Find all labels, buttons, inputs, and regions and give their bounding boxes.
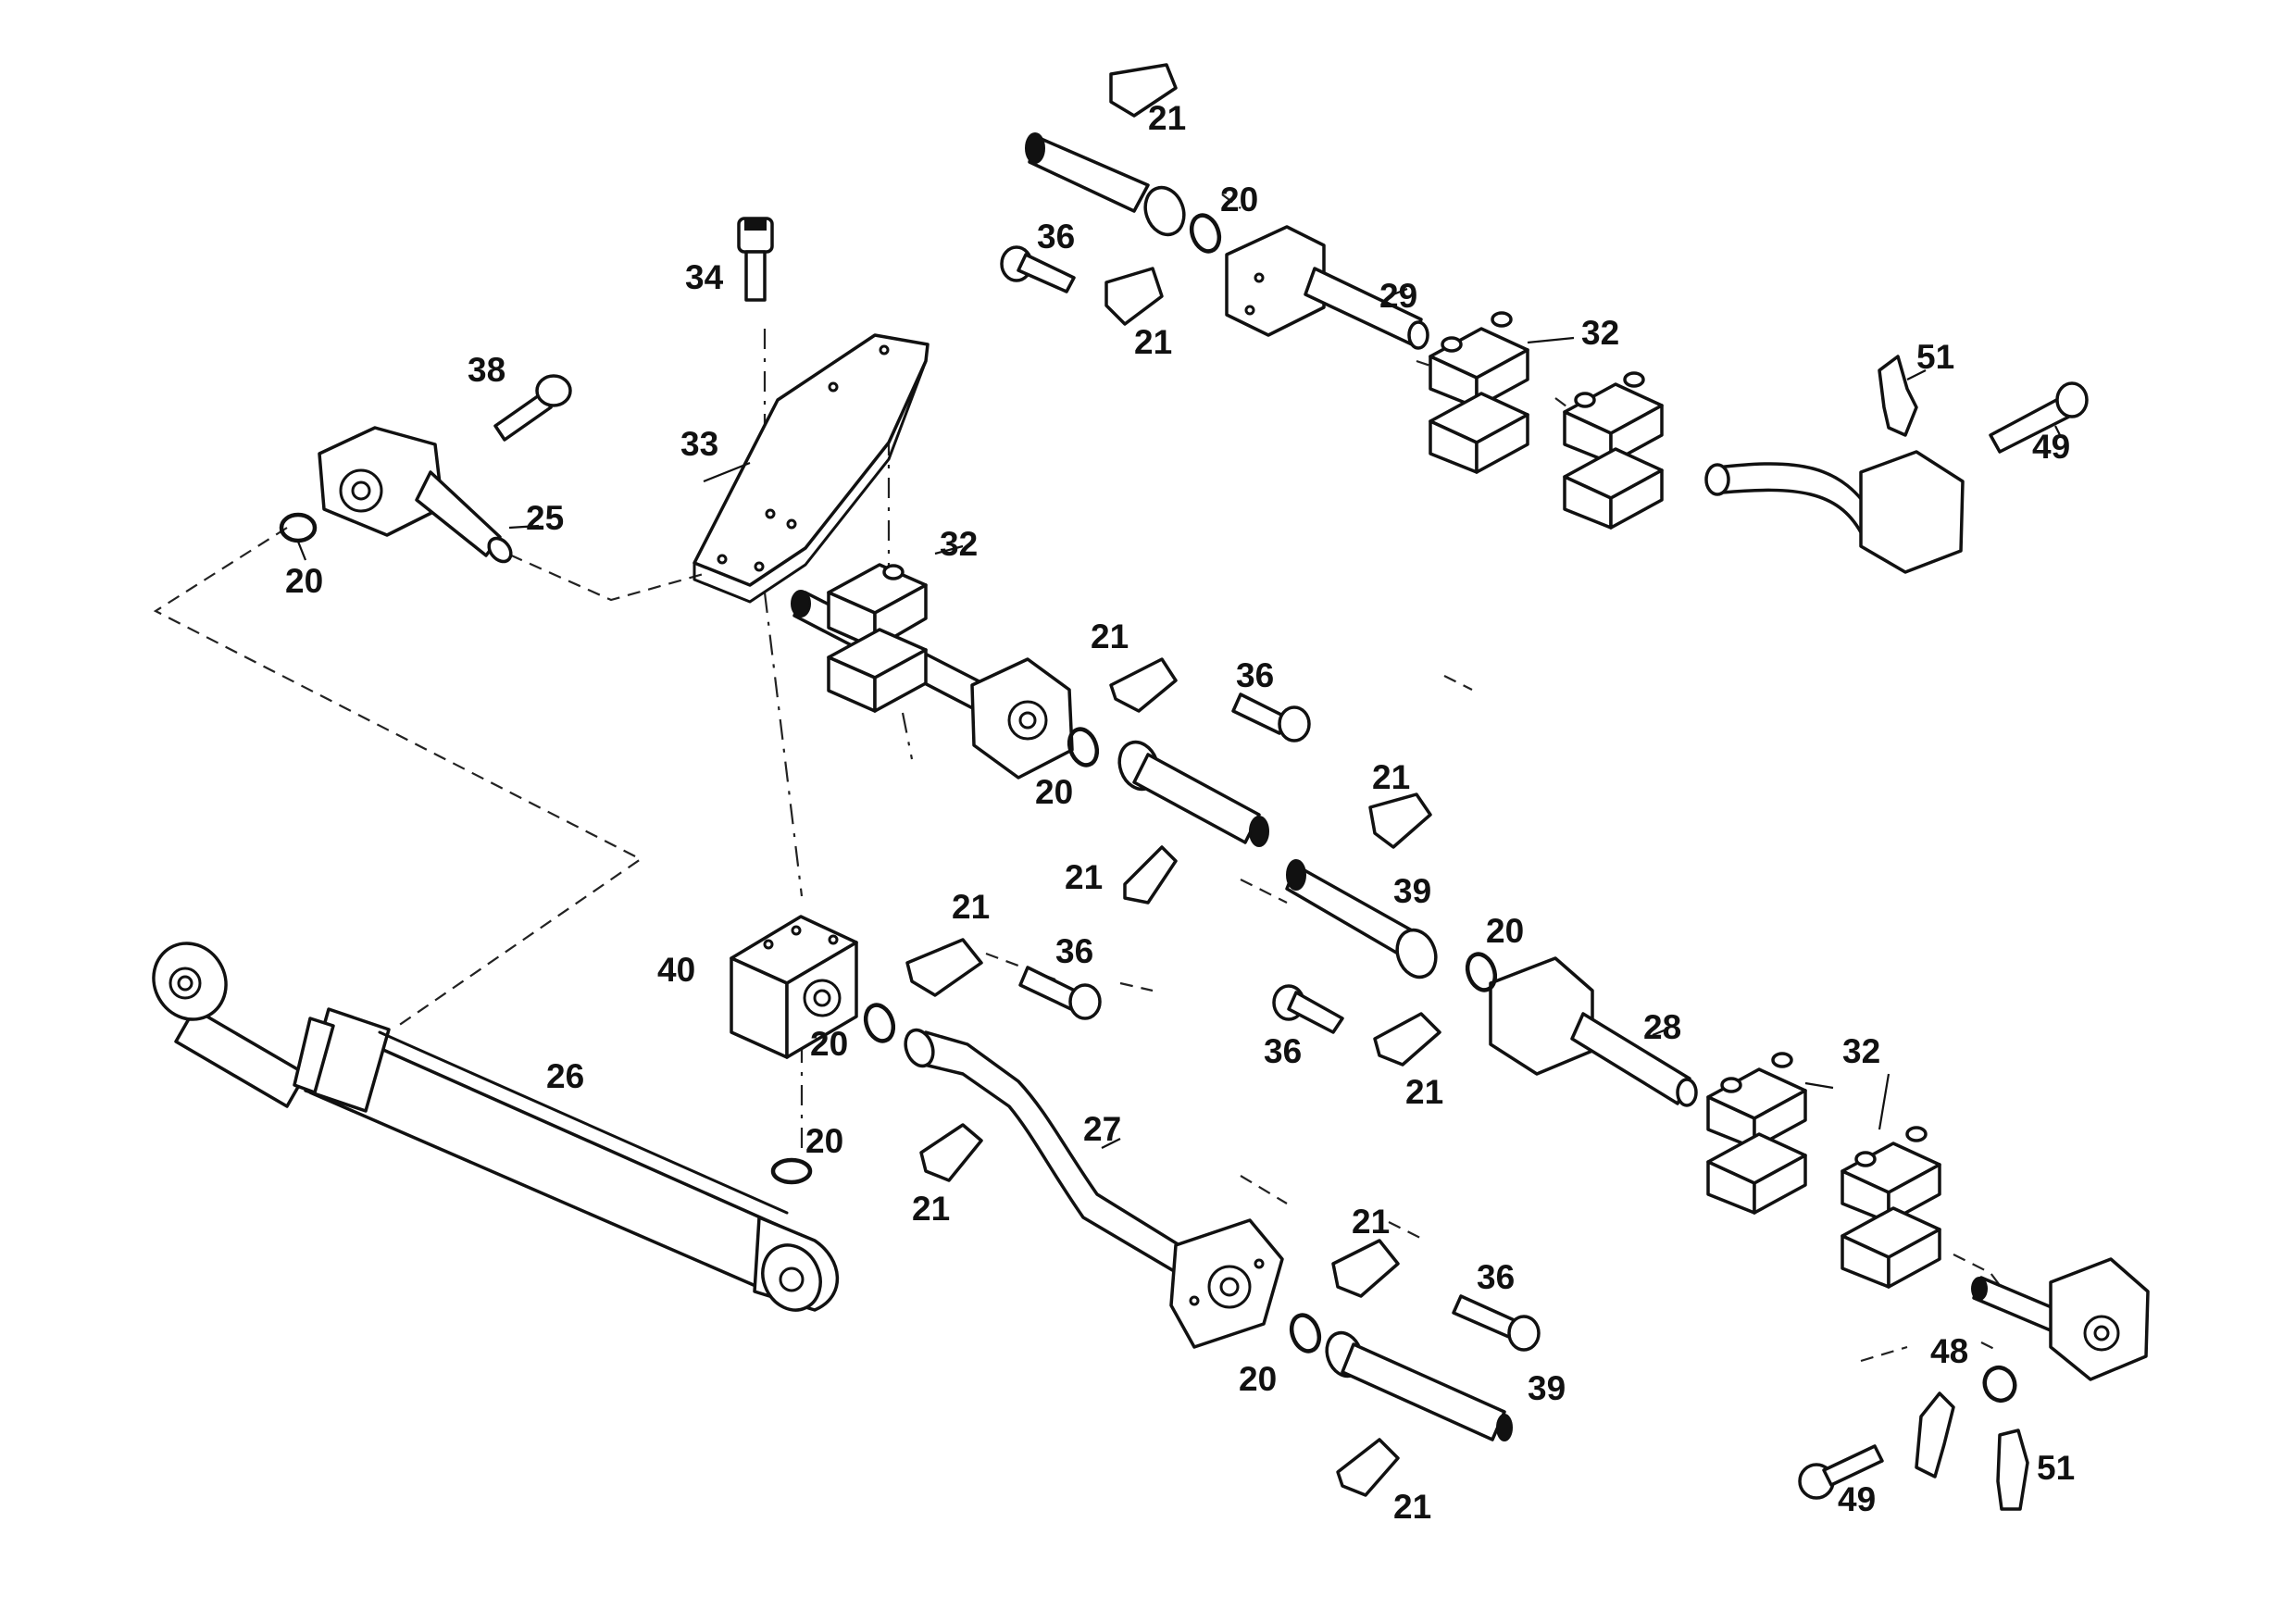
callout-51: 51 [2037,1449,2075,1487]
callout-49: 49 [2032,428,2070,466]
hose-top [1025,132,1186,237]
clamp-32-middle [827,563,928,713]
callout-20: 20 [1035,773,1073,811]
bolt-49-top [1989,381,2089,454]
bolt-49-bottom [1798,1444,1884,1500]
flange-tube-29 [1225,225,1429,350]
callout-21: 21 [1405,1073,1443,1111]
callout-21: 21 [1091,618,1129,655]
hydraulic-cylinder-26 [152,942,840,1312]
callout-20: 20 [1486,912,1524,950]
callout-27: 27 [1083,1110,1121,1148]
tube-flange-top-right [1704,450,1965,574]
bolts-36 [1000,245,1541,1352]
o-rings-20 [279,213,2017,1404]
callout-21: 21 [1065,858,1103,896]
callout-21: 21 [1372,758,1410,796]
hose-lower-39 [1325,1330,1513,1441]
callout-36: 36 [1264,1032,1302,1070]
callout-21: 21 [1134,323,1172,361]
callout-21: 21 [912,1190,950,1228]
clip-51-bottom [1996,1429,2029,1511]
hose-middle [1117,740,1438,979]
clips-21 [905,63,1441,1497]
callout-21: 21 [1148,99,1186,137]
callout-labels: 21 20 36 21 29 32 51 49 34 38 33 25 20 3… [285,99,2075,1526]
callout-38: 38 [468,351,505,389]
callout-33: 33 [680,425,718,463]
callout-20: 20 [805,1122,843,1160]
callout-21: 21 [1393,1488,1431,1526]
callout-20: 20 [810,1025,848,1063]
clamp-32-lower [1706,1052,1941,1289]
callout-32: 32 [940,525,978,563]
callout-32: 32 [1581,314,1619,352]
callout-20: 20 [285,562,323,600]
callout-32: 32 [1842,1032,1880,1070]
callout-26: 26 [546,1057,584,1095]
callout-28: 28 [1643,1008,1681,1046]
flange-tube-lower-right [1971,1257,2150,1381]
callout-36: 36 [1477,1258,1515,1296]
bent-tube-27 [904,1028,1284,1349]
callout-20: 20 [1239,1360,1277,1398]
callout-39: 39 [1393,872,1431,910]
leader-lines [296,287,2061,1149]
callout-40: 40 [657,951,695,989]
bolt-38 [493,374,572,442]
callout-20: 20 [1220,181,1258,218]
clamp-32-top [1429,311,1664,530]
clip-51-top [1878,355,1918,437]
callout-34: 34 [685,258,724,296]
callout-25: 25 [526,499,564,537]
callout-36: 36 [1236,656,1274,694]
flange-tube-28 [1489,956,1698,1107]
block-40 [730,915,858,1059]
bolt-34 [737,217,774,302]
callout-48: 48 [1930,1332,1968,1370]
clip-48 [1915,1391,1955,1479]
flange-fitting-25 [318,426,513,564]
callout-21: 21 [1352,1203,1390,1241]
callout-36: 36 [1037,218,1075,256]
callout-51: 51 [1916,338,1954,376]
callout-36: 36 [1055,932,1093,970]
callout-29: 29 [1379,277,1417,315]
callout-21: 21 [952,888,990,926]
plate-33 [693,333,930,604]
callout-39: 39 [1528,1369,1566,1407]
callout-49: 49 [1838,1480,1876,1518]
